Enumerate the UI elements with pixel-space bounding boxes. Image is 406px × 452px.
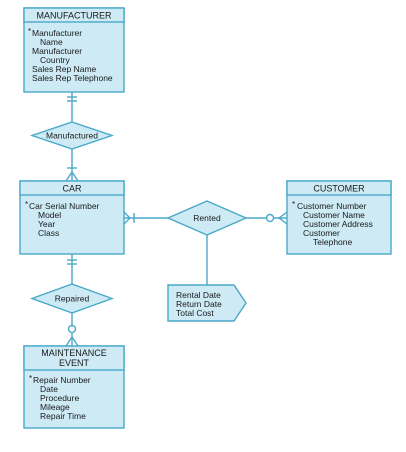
customer-attr-3: Customer <box>303 228 340 238</box>
customer-key-marker: * <box>292 200 295 209</box>
connectors <box>71 92 287 346</box>
car-attr-1: Model <box>38 210 61 220</box>
maintenance-title-line-0: MAINTENANCE <box>41 348 107 358</box>
customer-left-circle <box>265 213 275 223</box>
maintenance-attr-1: Date <box>40 384 58 394</box>
relationship-repaired: Repaired <box>29 283 115 314</box>
rental-attr-0: Rental Date <box>176 290 221 300</box>
rented-label: Rented <box>193 213 221 223</box>
customer-attr-1: Customer Name <box>303 210 365 220</box>
customer-left-crowfoot <box>277 211 288 225</box>
maintenance-top-circle <box>67 324 77 334</box>
rental-attributes-flag: Rental Date Return Date Total Cost <box>167 284 247 322</box>
repaired-label: Repaired <box>55 294 90 304</box>
customer-header <box>286 180 392 196</box>
manufacturer-attr-4: Sales Rep Name <box>32 64 97 74</box>
rental-attributes-shape <box>167 284 247 322</box>
maintenance-attr-2: Procedure <box>40 393 79 403</box>
manufacturer-attr-1: Name <box>40 37 63 47</box>
rental-attr-2: Total Cost <box>176 308 214 318</box>
manufacturer-attr-3: Country <box>40 55 71 65</box>
maintenance-attr-4: Repair Time <box>40 411 86 421</box>
repaired-diamond <box>29 283 115 314</box>
customer-attr-2: Customer Address <box>303 219 373 229</box>
car-key-marker: * <box>25 200 28 209</box>
maintenance-attr-3: Mileage <box>40 402 70 412</box>
manufactured-label: Manufactured <box>46 131 98 141</box>
car-attr-3: Class <box>38 228 59 238</box>
entity-customer: CUSTOMER * Customer Number Customer Name… <box>286 180 392 255</box>
customer-attr-4: Telephone <box>313 237 353 247</box>
manufacturer-key-marker: * <box>28 27 31 36</box>
car-top-crowfoot <box>65 170 79 182</box>
customer-title: CUSTOMER <box>313 184 365 194</box>
car-title: CAR <box>62 184 82 194</box>
cardinality-markers <box>65 96 288 347</box>
car-right-crowfoot <box>123 211 131 225</box>
manufactured-diamond <box>29 121 115 150</box>
entity-car: CAR * Car Serial Number Model Year Class <box>19 180 125 255</box>
entity-manufacturer: MANUFACTURER * Manufacturer Name Manufac… <box>23 7 125 93</box>
entity-maintenance-event: MAINTENANCE EVENT * Repair Number Date P… <box>23 345 125 429</box>
manufacturer-title: MANUFACTURER <box>36 11 112 21</box>
manufacturer-attr-2: Manufacturer <box>32 46 82 56</box>
customer-attr-0: Customer Number <box>297 201 367 211</box>
rental-attr-1: Return Date <box>176 299 222 309</box>
maintenance-key-marker: * <box>29 374 32 383</box>
maintenance-attr-0: Repair Number <box>33 375 91 385</box>
manufacturer-attr-5: Sales Rep Telephone <box>32 73 113 83</box>
car-attr-2: Year <box>38 219 55 229</box>
rented-diamond <box>166 200 248 236</box>
relationship-manufactured: Manufactured <box>29 121 115 150</box>
maintenance-top-crowfoot <box>65 335 79 347</box>
manufacturer-attr-0: Manufacturer <box>32 28 82 38</box>
car-attr-0: Car Serial Number <box>29 201 100 211</box>
maintenance-title-line-1: EVENT <box>59 358 90 368</box>
relationship-rented: Rented <box>166 200 248 236</box>
car-header <box>19 180 125 196</box>
maintenance-header <box>23 345 125 371</box>
manufacturer-header <box>23 7 125 23</box>
